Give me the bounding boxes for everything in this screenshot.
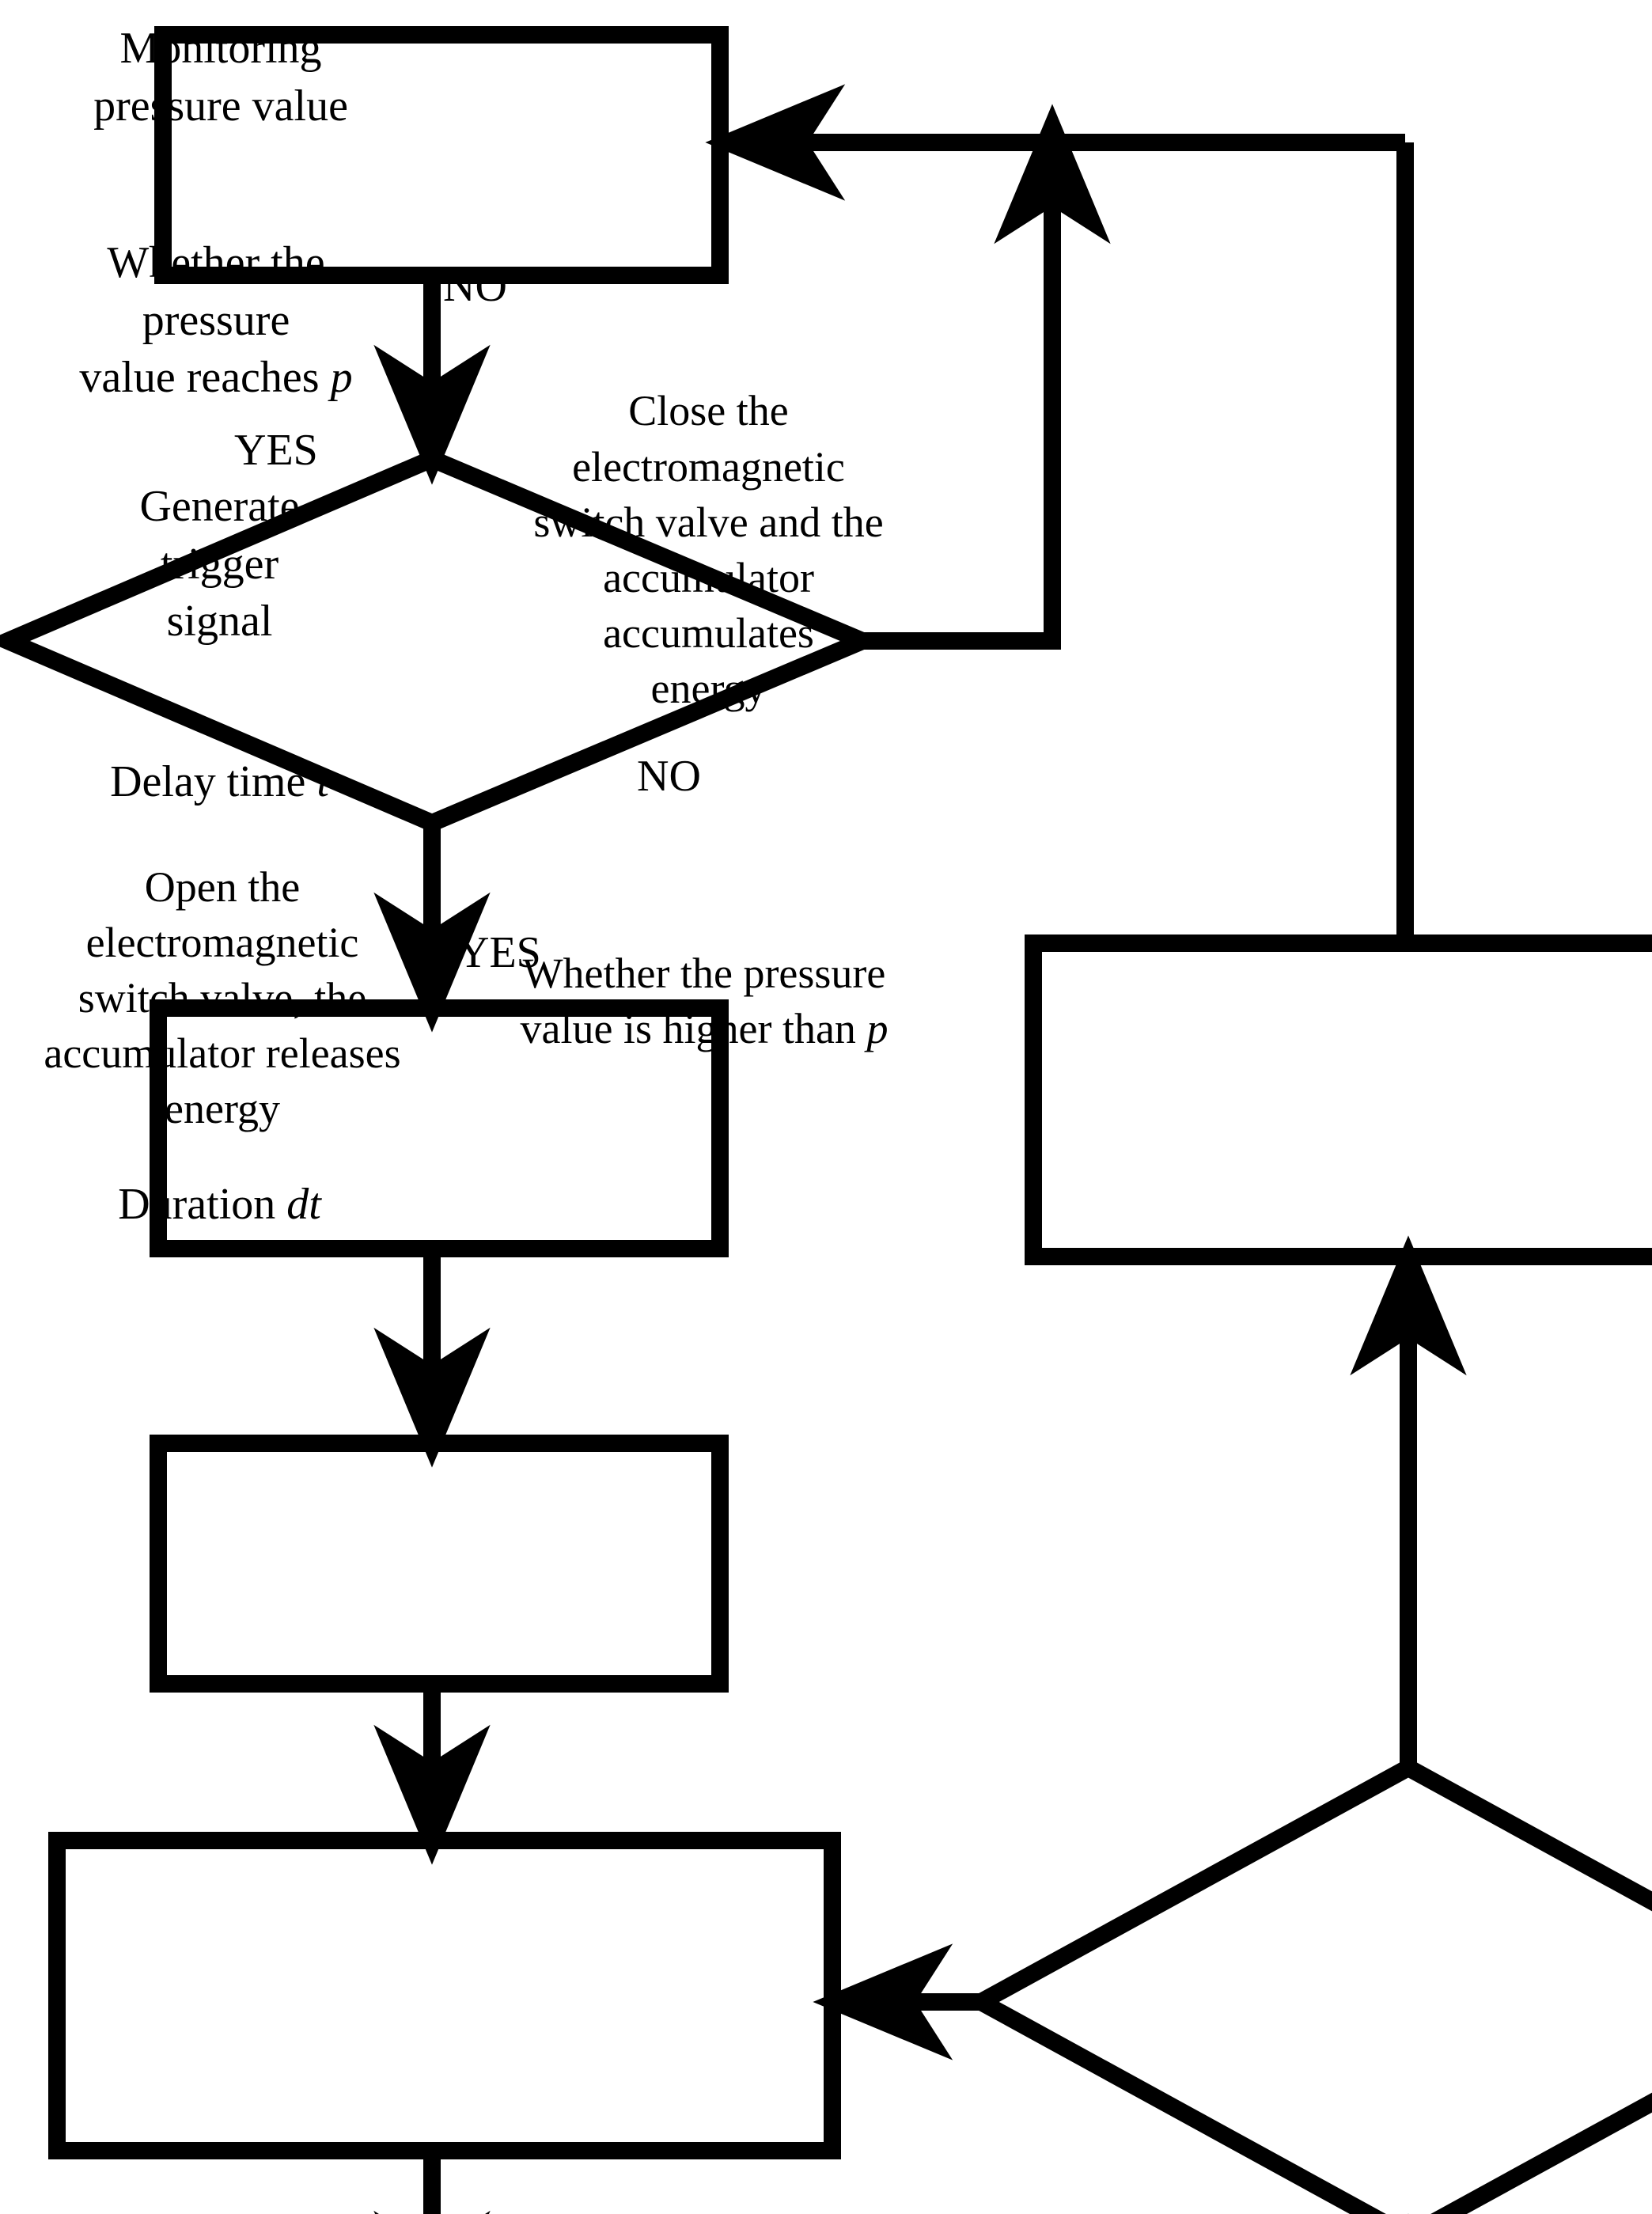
node-decision-higher-shape <box>963 1757 1652 2214</box>
arrowhead-decision-no-up <box>994 104 1111 245</box>
node-monitor-shape <box>154 26 729 284</box>
arrowhead-generate-to-delay <box>373 1327 491 1468</box>
node-decision-reaches-shape <box>0 449 885 832</box>
node-close-valve-shape <box>1025 935 1652 1265</box>
edge-label-yes-top: YES <box>234 426 318 475</box>
node-open-valve-shape <box>48 1832 841 2159</box>
node-delay-time-shape <box>150 1435 729 1693</box>
node-generate-trigger-shape <box>150 999 729 1257</box>
arrowhead-monitor-to-decision <box>373 344 491 485</box>
arrowhead-decision-yes <box>373 892 491 1033</box>
edge-label-yes-bottom: YES <box>457 928 541 977</box>
edge-decision-no-right <box>862 174 1061 650</box>
arrowhead-decision-higher-no <box>1350 1235 1467 1376</box>
edge-label-no-right: NO <box>637 752 701 801</box>
arrowhead-delay-to-open <box>373 1724 491 1865</box>
edge-label-no-top: NO <box>443 262 507 311</box>
arrowhead-decision-higher-yes <box>813 1943 953 2060</box>
arrowhead-return-to-monitor <box>705 84 846 201</box>
